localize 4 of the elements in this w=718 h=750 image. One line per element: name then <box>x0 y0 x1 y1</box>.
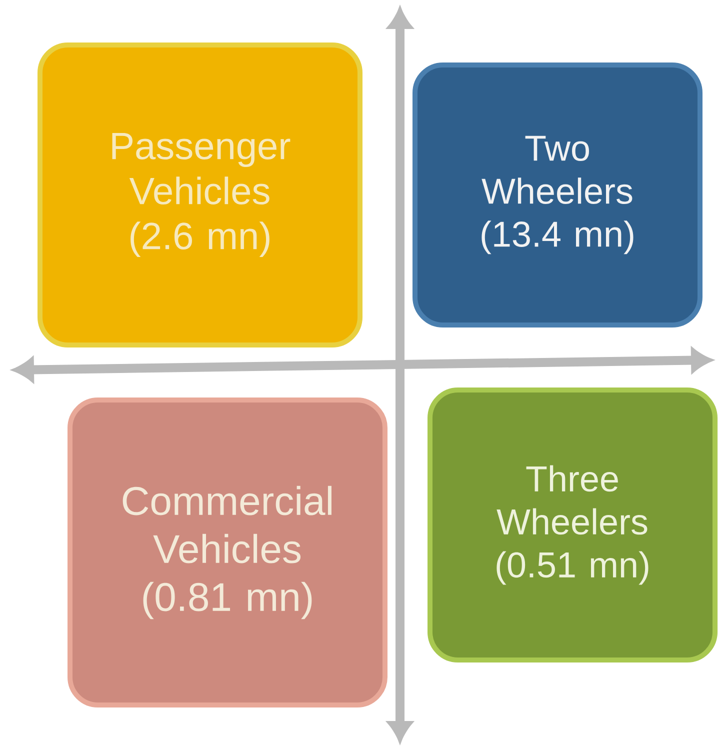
category-box: Commercial Vehicles (0.81 mn) <box>68 398 388 708</box>
category-box: Two Wheelers (13.4 mn) <box>412 62 702 328</box>
category-box: Passenger Vehicles (2.6 mn) <box>38 42 362 348</box>
category-box: Three Wheelers (0.51 mn) <box>428 388 718 662</box>
